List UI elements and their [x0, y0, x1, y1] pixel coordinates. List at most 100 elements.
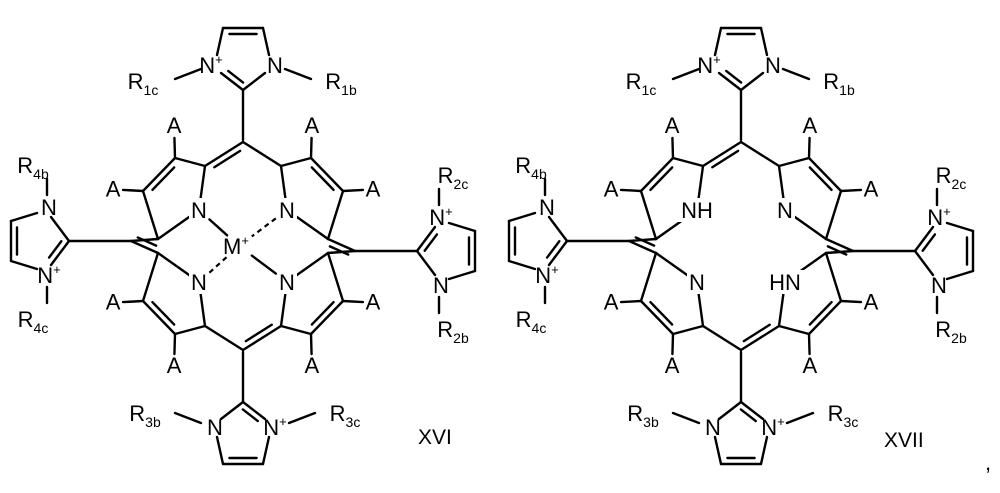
imidazolium-top-n-plus-main: N — [199, 53, 215, 78]
substituent-a-tl-b2-main: A — [167, 113, 182, 138]
r-group-bottom-right-sub: 3c — [844, 414, 859, 430]
imidazolium-right-n-top-charge: + — [445, 204, 453, 219]
substituent-a-bl-b2: A — [665, 353, 680, 378]
r-group-right-bottom-sub: 2b — [453, 330, 469, 346]
substituent-a-bond — [311, 334, 312, 354]
r-group-bottom-left-main: R — [129, 401, 145, 426]
core-nitrogen-tr: N — [279, 198, 295, 223]
r-group-right-bottom-main: R — [437, 317, 453, 342]
substituent-a-bond — [123, 190, 143, 191]
r-group-left-top-main: R — [515, 153, 531, 178]
r-group-top-right-main: R — [823, 69, 839, 94]
imidazolium-top-n-plus-charge: + — [713, 52, 721, 67]
substituent-a-tl-b1-main: A — [604, 176, 619, 201]
substituent-a-bl-b1: A — [604, 290, 619, 315]
imidazolium-left-n-bottom-charge: + — [53, 262, 61, 277]
core-nitrogen-tl: N — [191, 198, 207, 223]
r-group-top-right-sub: 1b — [839, 82, 855, 98]
r-group-left-bottom-main: R — [18, 307, 34, 332]
substituent-a-br-b1: A — [305, 353, 320, 378]
core-nitrogen-tl-main: NH — [681, 198, 713, 223]
imidazolium-bottom-n-plus-main: N — [263, 415, 279, 440]
imidazolium-bottom-n-main: N — [705, 415, 721, 440]
r-group-bottom-right-main: R — [828, 401, 844, 426]
r-group-top-right-sub: 1b — [341, 82, 357, 98]
imidazolium-top-n-plus-main: N — [697, 53, 713, 78]
substituent-a-tr-b2: A — [864, 176, 879, 201]
substituent-a-br-b1: A — [803, 353, 818, 378]
substituent-a-bond — [343, 301, 363, 302]
substituent-a-tr-b2: A — [366, 176, 381, 201]
substituent-a-bl-b1-main: A — [106, 290, 121, 315]
imidazolium-right-n-bottom-main: N — [931, 273, 947, 298]
r-group-left-top-main: R — [17, 153, 33, 178]
imidazolium-left-n-bottom-main: N — [535, 263, 551, 288]
substituent-a-br-b1-main: A — [305, 353, 320, 378]
core-nitrogen-tl-main: N — [191, 198, 207, 223]
substituent-a-br-b1-main: A — [803, 353, 818, 378]
metal-center-main: M — [223, 234, 241, 259]
core-nitrogen-bl: N — [191, 270, 207, 295]
substituent-a-tr-b2-main: A — [864, 176, 879, 201]
r-group-top-left-sub: 1c — [642, 82, 657, 98]
imidazolium-right-n-top-main: N — [927, 205, 943, 230]
substituent-a-br-b2-main: A — [366, 290, 381, 315]
imidazolium-right-n-top-main: N — [429, 205, 445, 230]
substituent-a-bond — [174, 334, 175, 354]
imidazolium-top-n-main: N — [765, 53, 781, 78]
r-group-top-left-main: R — [128, 69, 144, 94]
imidazolium-left-n-bottom-main: N — [37, 263, 53, 288]
r-group-bottom-right-main: R — [330, 401, 346, 426]
metal-center-charge: + — [241, 233, 249, 248]
r-group-right-bottom-main: R — [935, 317, 951, 342]
r-group-right-top-sub: 2c — [952, 176, 967, 192]
r-group-left-bottom-sub: 4c — [34, 320, 49, 336]
imidazolium-right-n-top-charge: + — [943, 204, 951, 219]
substituent-a-bond — [809, 334, 810, 354]
r-group-top-left-sub: 1c — [144, 82, 159, 98]
r-group-left-top-sub: 4b — [33, 166, 49, 182]
core-nitrogen-br: HN — [769, 270, 801, 295]
core-nitrogen-tl: NH — [681, 198, 713, 223]
r-group-bottom-left-sub: 3b — [643, 414, 659, 430]
imidazolium-bottom-n-plus-main: N — [761, 415, 777, 440]
substituent-a-tl-b2-main: A — [665, 113, 680, 138]
core-nitrogen-bl-main: N — [689, 270, 705, 295]
core-nitrogen-br-main: N — [279, 270, 295, 295]
substituent-a-tl-b2: A — [167, 113, 182, 138]
imidazolium-bottom-n: N — [705, 415, 721, 440]
substituent-a-bl-b2-main: A — [167, 353, 182, 378]
compound-label-xvii: XVII — [884, 429, 924, 452]
r-group-bottom-left-main: R — [627, 401, 643, 426]
substituent-a-tl-b1: A — [604, 176, 619, 201]
substituent-a-bl-b2-main: A — [665, 353, 680, 378]
substituent-a-bond — [841, 190, 861, 191]
imidazolium-left-n-top: N — [539, 195, 555, 220]
core-nitrogen-tr: N — [777, 198, 793, 223]
imidazolium-bottom-n-plus-charge: + — [777, 414, 785, 429]
imidazolium-bottom-n: N — [207, 415, 223, 440]
substituent-a-bond — [672, 138, 673, 158]
r-group-top-right-main: R — [325, 69, 341, 94]
substituent-a-tl-b1: A — [106, 176, 121, 201]
trailing-comma: , — [985, 450, 991, 475]
substituent-a-bond — [621, 190, 641, 191]
substituent-a-bond — [841, 301, 861, 302]
r-group-top-left-main: R — [626, 69, 642, 94]
core-nitrogen-tr-main: N — [279, 198, 295, 223]
substituent-a-tr-b1-main: A — [305, 113, 320, 138]
core-nitrogen-br: N — [279, 270, 295, 295]
imidazolium-left-n-bottom-charge: + — [551, 262, 559, 277]
core-nitrogen-bl-main: N — [191, 270, 207, 295]
substituent-a-br-b2-main: A — [864, 290, 879, 315]
core-nitrogen-bl: N — [689, 270, 705, 295]
r-group-right-top-sub: 2c — [454, 176, 469, 192]
r-group-right-bottom-sub: 2b — [951, 330, 967, 346]
imidazolium-bottom-n-plus-charge: + — [279, 414, 287, 429]
imidazolium-bottom-n-main: N — [207, 415, 223, 440]
core-nitrogen-tr-main: N — [777, 198, 793, 223]
imidazolium-right-n-bottom: N — [931, 273, 947, 298]
substituent-a-bond — [343, 190, 363, 191]
substituent-a-tr-b2-main: A — [366, 176, 381, 201]
